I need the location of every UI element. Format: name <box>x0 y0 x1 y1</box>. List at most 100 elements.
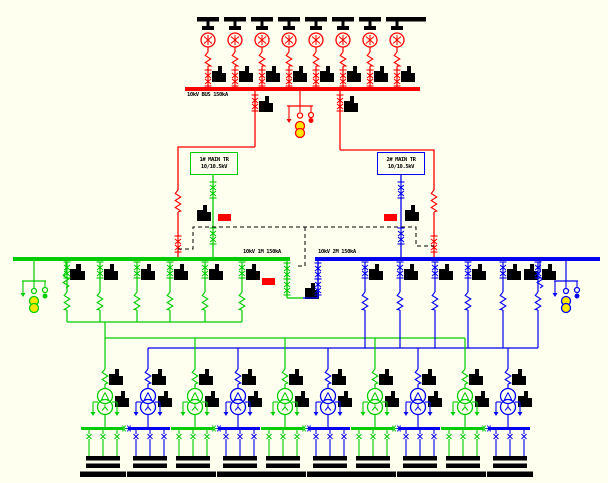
bus-2m <box>315 257 600 261</box>
bus-tie[interactable] <box>262 261 322 299</box>
lv-bus <box>81 427 123 430</box>
source-bar-icon <box>229 26 241 30</box>
distribution-transformer[interactable] <box>223 348 263 427</box>
label-block <box>379 369 393 385</box>
hv-source-feeder[interactable] <box>305 17 334 88</box>
distribution-transformer[interactable] <box>270 338 310 427</box>
source-bar-icon <box>391 26 403 30</box>
ground-bars-icon <box>133 456 167 461</box>
lv-bus <box>171 427 213 430</box>
ground-bars-icon <box>440 471 486 477</box>
ground-bars-icon <box>86 456 120 461</box>
ground-bars-icon <box>313 456 347 461</box>
label-block <box>141 264 155 280</box>
ground-bars-icon <box>176 463 210 468</box>
ground-bars-icon <box>446 463 480 468</box>
bus2-feeder[interactable] <box>533 261 557 348</box>
label-block <box>542 264 556 280</box>
bus2-feeder[interactable] <box>498 261 522 348</box>
source-bar-icon <box>337 26 349 30</box>
distribution-transformer[interactable] <box>493 348 533 427</box>
bus1-feeder[interactable] <box>200 261 224 322</box>
label-block <box>152 369 166 385</box>
transformer2-box[interactable]: 2# MAIN TR 10/10.5kV <box>377 152 425 175</box>
bus-1m <box>13 257 290 261</box>
ground-bars-icon <box>217 471 263 477</box>
label-block <box>469 369 483 385</box>
lv-bus <box>398 427 440 430</box>
lv-bus <box>218 427 260 430</box>
distribution-transformer[interactable] <box>313 348 353 427</box>
source-bar-icon <box>283 26 295 30</box>
lv-bus-group <box>307 427 353 477</box>
source-bar-icon <box>202 26 214 30</box>
ground-bars-icon <box>403 463 437 468</box>
protection-flag <box>384 214 397 221</box>
label-block <box>404 264 418 280</box>
ground-bars-icon <box>223 463 257 468</box>
bus1-feeder[interactable] <box>165 261 189 322</box>
transformer1-box[interactable]: 1# MAIN TR 10/10.5kV <box>190 152 238 175</box>
label-block <box>405 205 419 221</box>
bus1-feeder[interactable] <box>132 261 156 322</box>
source-bar-icon <box>251 17 273 22</box>
bus2-feeder[interactable] <box>360 261 384 348</box>
lv-bus-group <box>350 427 396 477</box>
source-bar-icon <box>305 17 327 22</box>
bus2-feeder[interactable] <box>430 261 454 348</box>
source-bar-icon <box>332 17 354 22</box>
label-block <box>174 264 188 280</box>
distribution-transformer[interactable] <box>450 338 490 427</box>
label-block <box>266 66 280 82</box>
label-block <box>338 391 352 407</box>
ground-bars-icon <box>313 463 347 468</box>
hv-source-feeder[interactable] <box>251 17 280 88</box>
transformer1-box-line2: 10/10.5kV <box>200 163 228 170</box>
transformer-pair <box>170 338 263 477</box>
label-block <box>347 66 361 82</box>
ground-bars-icon <box>86 463 120 468</box>
distribution-transformer[interactable] <box>180 338 220 427</box>
bus2-feeder[interactable] <box>395 261 419 348</box>
label-block <box>259 96 273 112</box>
label-block <box>248 391 262 407</box>
bus1-feeders <box>62 261 465 339</box>
source-bar-icon <box>310 26 322 30</box>
label-block <box>289 369 303 385</box>
label-block <box>246 264 260 280</box>
hv-source-feeder[interactable] <box>386 17 415 88</box>
label-block <box>374 66 388 82</box>
incomer-2[interactable] <box>336 91 439 258</box>
label-block <box>293 66 307 82</box>
incomer-breaker-2[interactable] <box>384 175 419 258</box>
source-bar-icon <box>256 26 268 30</box>
lv-bus <box>441 427 483 430</box>
distribution-transformer[interactable] <box>360 338 400 427</box>
bus1-feeder[interactable] <box>237 261 261 322</box>
label-block <box>199 369 213 385</box>
label-block <box>158 391 172 407</box>
distribution-transformer[interactable] <box>90 338 130 427</box>
hv-source-feeder[interactable] <box>359 17 388 88</box>
hv-source-feeder[interactable] <box>224 17 253 88</box>
lv-bus <box>488 427 530 430</box>
hv-source-feeder[interactable] <box>197 17 226 88</box>
bus1-feeder[interactable] <box>95 261 119 322</box>
bus2-feeder[interactable] <box>463 261 487 348</box>
hv-source-feeder[interactable] <box>332 17 361 88</box>
ground-bars-icon <box>493 463 527 468</box>
lv-bus <box>308 427 350 430</box>
distribution-transformer[interactable] <box>403 348 443 427</box>
distribution-transformer[interactable] <box>133 348 173 427</box>
protection-flag <box>218 214 231 221</box>
lv-bus-group <box>260 427 306 477</box>
source-bar-icon <box>224 17 246 22</box>
hv-bus <box>185 87 420 91</box>
label-block <box>212 66 226 82</box>
incomer-breaker-1[interactable] <box>197 175 231 258</box>
bus1-feeder[interactable] <box>62 261 86 322</box>
label-block <box>518 391 532 407</box>
hv-source-feeder[interactable] <box>278 17 307 88</box>
